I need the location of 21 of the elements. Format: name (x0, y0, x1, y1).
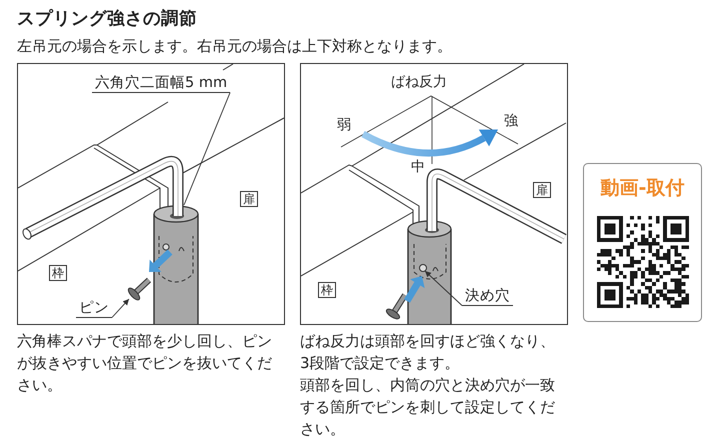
callout-label: 決め穴 (462, 287, 513, 306)
instruction-text: ばね反力は頭部を回すほど強くなり、3段階で設定できます。 (300, 331, 556, 374)
callout-label: ピン (76, 299, 112, 318)
part-label: 扉 (533, 182, 551, 198)
scale-label: ばね反力 (391, 74, 447, 90)
leader-line (112, 298, 130, 318)
scale-label: 強 (504, 113, 518, 129)
card-heading: 動画-取付 (600, 177, 684, 199)
qr-card (583, 163, 702, 322)
part-label: 扉 (240, 191, 258, 207)
subtitle-text: 左吊元の場合を示します。右吊元の場合は上下対称となります。 (17, 37, 452, 55)
part-label: 枠 (49, 265, 67, 281)
instruction-text: 六角棒スパナで頭部を少し回し、ピンが抜きやすい位置でピンを抜いてください。 (17, 331, 273, 396)
scale-label: 弱 (337, 117, 351, 133)
scale-label: 中 (411, 159, 425, 175)
page-title: スプリング強さの調節 (17, 8, 197, 30)
part-label: 枠 (318, 282, 336, 298)
instruction-text: 頭部を回し、内筒の穴と決め穴が一致する箇所でピンを刺して設定してください。 (300, 375, 556, 440)
leader-line (424, 270, 462, 306)
callout-label: 六角穴二面幅5 mm (92, 74, 230, 93)
leader-line (184, 92, 231, 206)
